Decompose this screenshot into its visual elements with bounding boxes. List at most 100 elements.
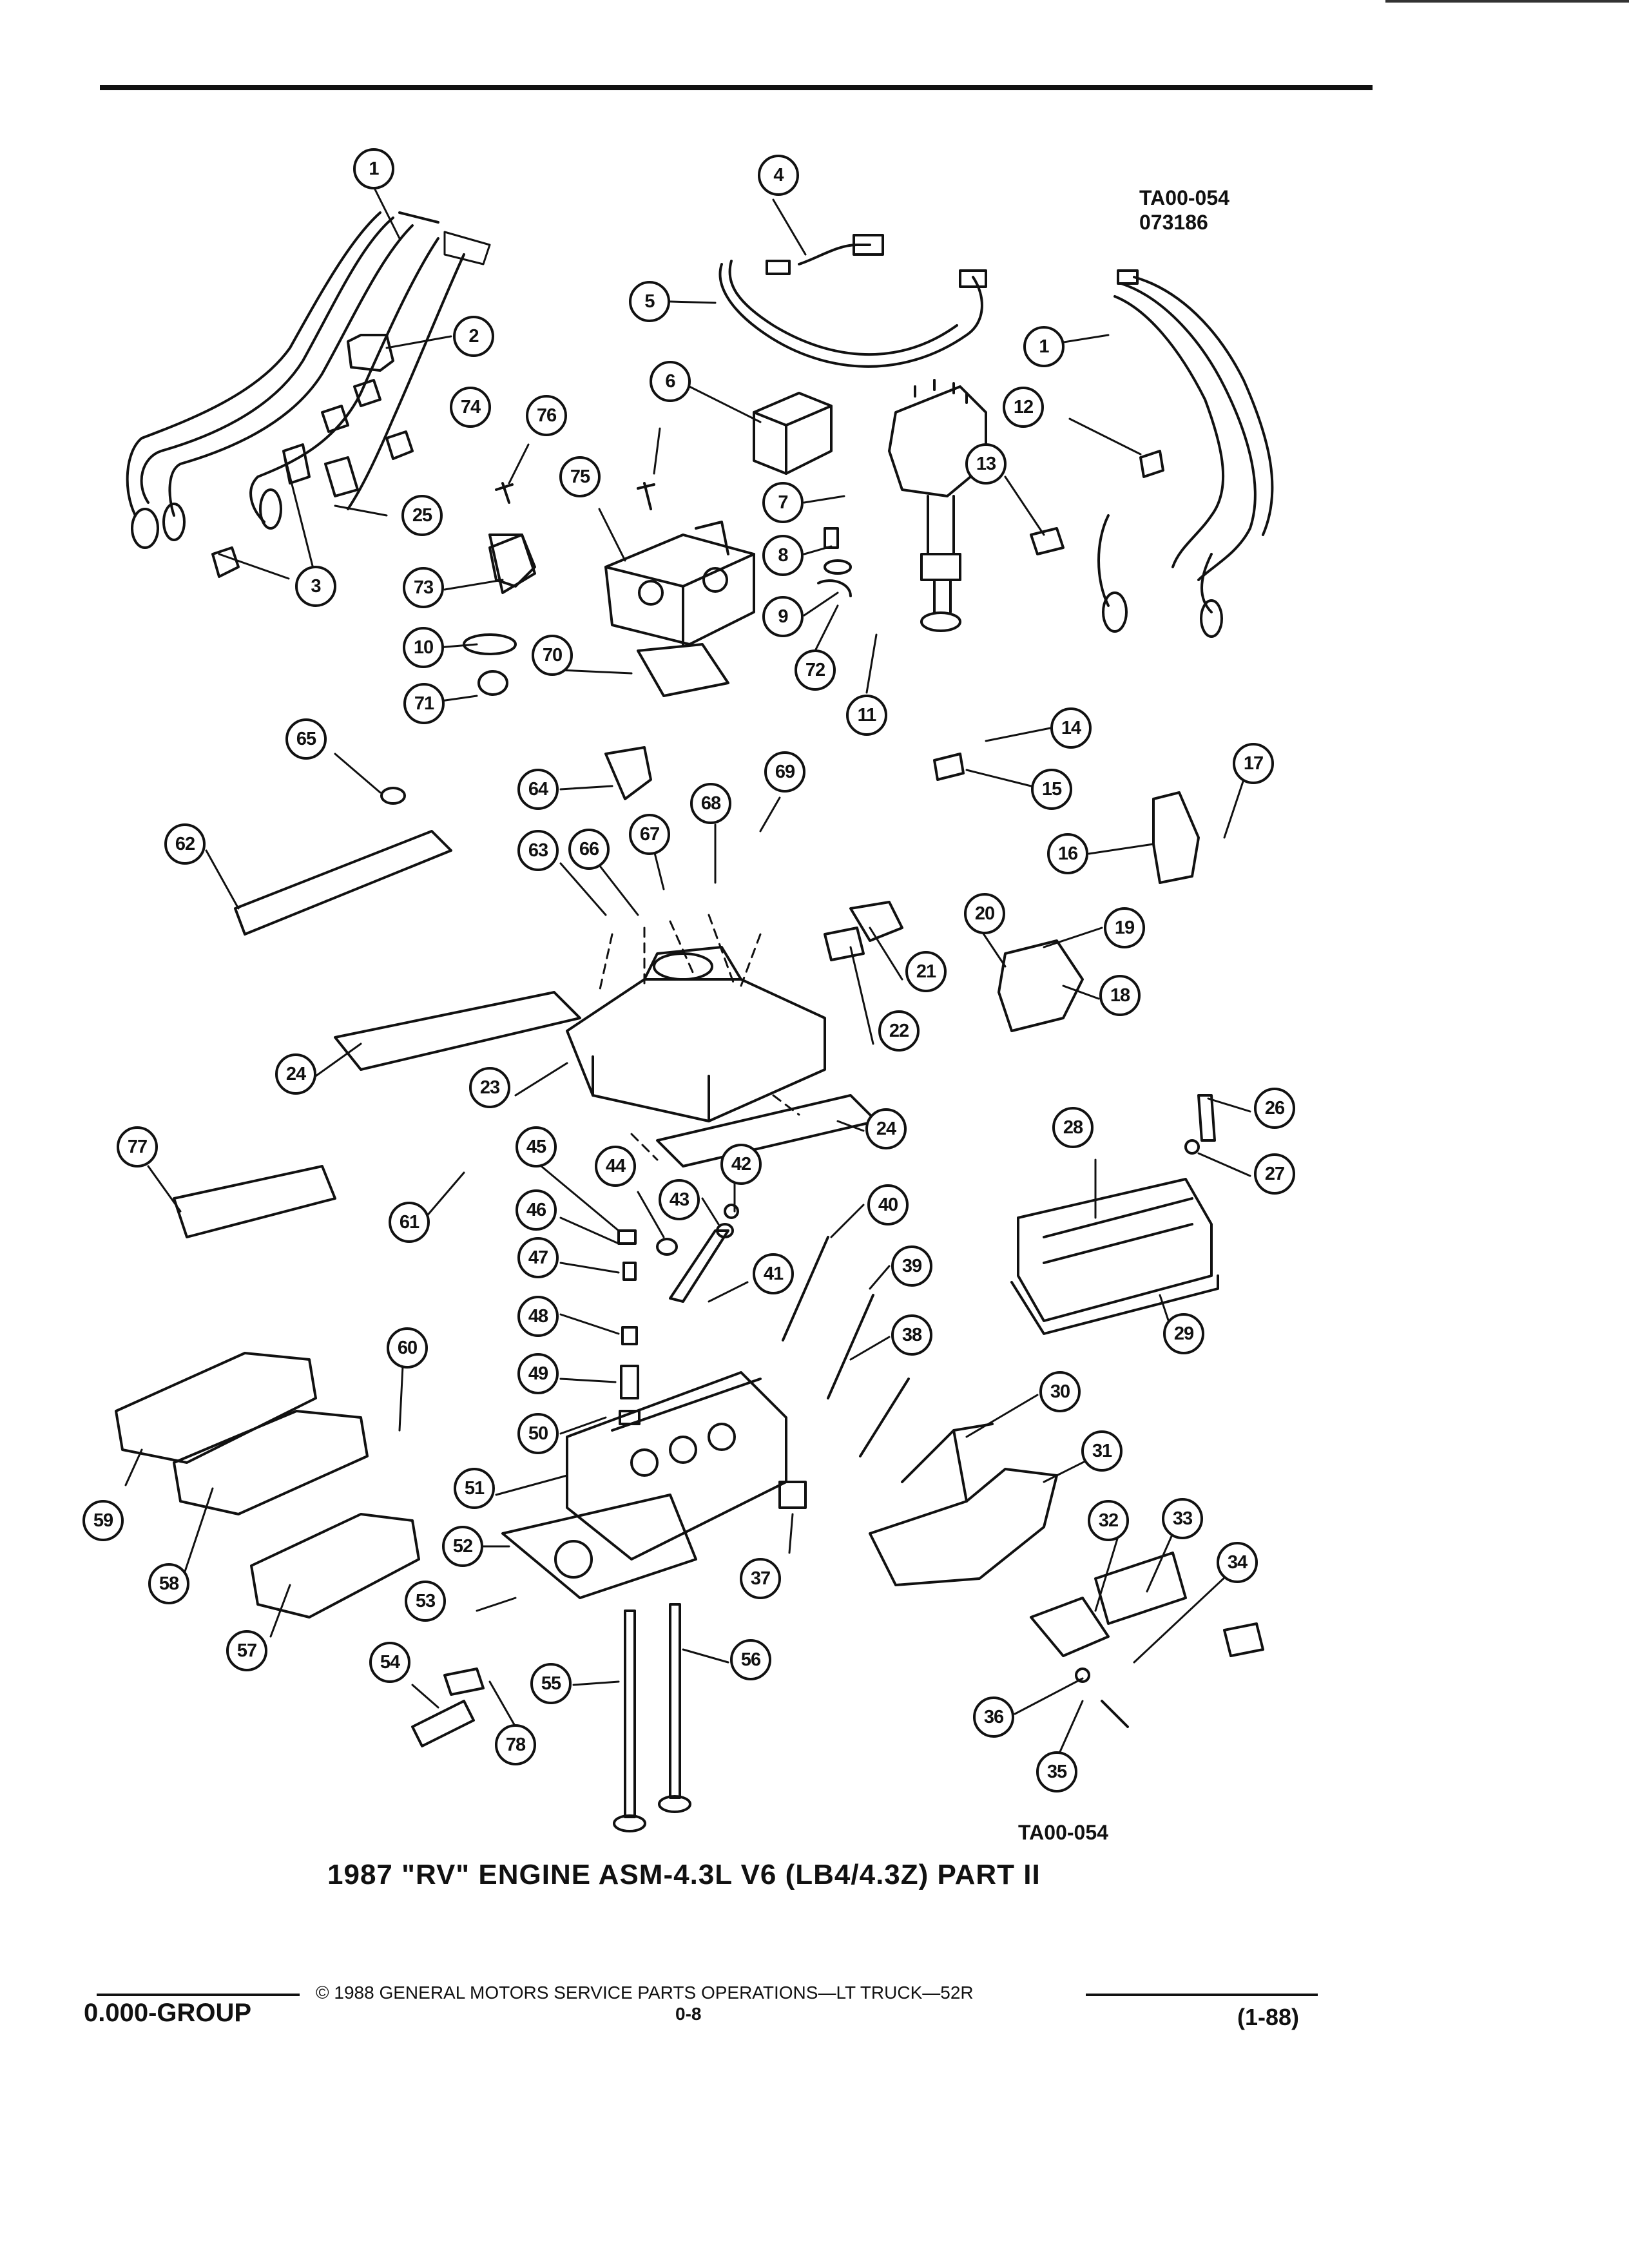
tbi-gasket — [637, 643, 729, 697]
cylinder-head — [566, 1371, 787, 1561]
callout-73: 73 — [403, 567, 444, 608]
coolant-sensor-37 — [778, 1481, 807, 1509]
callout-9: 9 — [762, 596, 804, 637]
callout-21: 21 — [905, 951, 947, 992]
callout-47: 47 — [517, 1237, 559, 1278]
callout-7: 7 — [762, 482, 804, 523]
egr-gasket — [824, 927, 865, 961]
callout-29: 29 — [1163, 1313, 1204, 1354]
bracket-64 — [604, 746, 652, 800]
alignment-lines — [598, 914, 800, 1161]
callout-66: 66 — [568, 829, 610, 870]
exhaust-manifold-right — [869, 1468, 1058, 1586]
callout-64: 64 — [517, 769, 559, 810]
callout-52: 52 — [442, 1526, 483, 1567]
callout-67: 67 — [629, 814, 670, 855]
diagram-title: 1987 "RV" ENGINE ASM-4.3L V6 (LB4/4.3Z) … — [327, 1859, 1041, 1890]
callout-46: 46 — [516, 1189, 557, 1231]
callout-31: 31 — [1081, 1430, 1123, 1472]
callout-27: 27 — [1254, 1153, 1295, 1195]
callout-24: 24 — [275, 1053, 316, 1095]
callout-68: 68 — [690, 783, 731, 824]
callout-75: 75 — [559, 456, 601, 497]
callout-26: 26 — [1254, 1088, 1295, 1129]
callout-44: 44 — [595, 1146, 636, 1187]
callout-38: 38 — [891, 1314, 932, 1356]
top-rule — [100, 85, 1373, 90]
callout-40: 40 — [867, 1184, 909, 1225]
callout-33: 33 — [1162, 1498, 1203, 1539]
callout-4: 4 — [758, 155, 799, 196]
callout-30: 30 — [1039, 1371, 1081, 1412]
spark-plug-boot — [443, 1667, 485, 1696]
callout-13: 13 — [965, 443, 1007, 485]
page-number: 0-8 — [675, 2004, 702, 2024]
egr-valve — [849, 901, 903, 942]
callout-48: 48 — [517, 1296, 559, 1337]
fasteners — [463, 482, 852, 696]
callout-25: 25 — [401, 495, 443, 536]
callout-56: 56 — [730, 1639, 771, 1680]
footer-rule-right — [1086, 1994, 1318, 1996]
callout-1: 1 — [353, 148, 394, 189]
coil-wire — [718, 234, 987, 368]
callout-18: 18 — [1099, 975, 1141, 1016]
bracket-32 — [1030, 1597, 1110, 1657]
callout-36: 36 — [973, 1696, 1014, 1738]
callout-8: 8 — [762, 535, 804, 576]
spark-plug-wire-set-left — [126, 211, 491, 578]
intake-manifold — [566, 946, 826, 1122]
callout-65: 65 — [285, 718, 327, 760]
callout-53: 53 — [405, 1581, 446, 1622]
nut-27 — [1184, 1139, 1200, 1155]
ignition-coil — [753, 392, 833, 475]
stud-35 — [1101, 1700, 1129, 1728]
water-outlet — [488, 533, 536, 594]
callout-20: 20 — [964, 893, 1005, 934]
callout-17: 17 — [1233, 743, 1274, 784]
callout-11: 11 — [846, 695, 887, 736]
rocker-cover — [1010, 1178, 1219, 1335]
wire-clips — [282, 334, 414, 497]
clip-15 — [933, 753, 965, 781]
callout-3: 3 — [295, 566, 336, 607]
callout-19: 19 — [1104, 907, 1145, 948]
drawing-code: 073186 — [1139, 211, 1208, 234]
callout-2: 2 — [453, 316, 494, 357]
callout-59: 59 — [82, 1500, 124, 1541]
heat-stove-pipe — [901, 1423, 994, 1503]
head-gasket — [501, 1494, 697, 1599]
callout-76: 76 — [526, 395, 567, 436]
callout-72: 72 — [795, 649, 836, 691]
exhaust-manifold-left — [115, 1352, 420, 1619]
footer-rule-left — [97, 1994, 300, 1996]
callout-5: 5 — [629, 281, 670, 322]
callout-42: 42 — [720, 1144, 762, 1185]
callout-45: 45 — [516, 1126, 557, 1168]
clamp-34 — [1223, 1622, 1264, 1657]
heat-shield — [173, 1165, 336, 1238]
copyright-notice: © 1988 GENERAL MOTORS SERVICE PARTS OPER… — [316, 1983, 974, 2003]
callout-74: 74 — [450, 387, 491, 428]
valve-springs — [617, 1229, 678, 1425]
callout-61: 61 — [389, 1202, 430, 1243]
callout-70: 70 — [532, 635, 573, 676]
sensor-12 — [1139, 450, 1164, 478]
callout-6: 6 — [650, 361, 691, 402]
callout-63: 63 — [517, 830, 559, 871]
callout-60: 60 — [387, 1327, 428, 1369]
spark-plug-wire-set-right — [1097, 269, 1274, 638]
intake-gasket-right — [656, 1094, 878, 1168]
nut-36 — [1075, 1667, 1090, 1683]
callout-69: 69 — [764, 751, 805, 793]
callout-78: 78 — [495, 1724, 536, 1765]
drawing-id: TA00-054 — [1139, 186, 1229, 209]
callout-32: 32 — [1088, 1500, 1129, 1541]
bracket-33 — [1094, 1552, 1187, 1625]
callout-51: 51 — [454, 1468, 495, 1509]
callout-55: 55 — [530, 1663, 572, 1704]
valley-cover — [234, 830, 452, 936]
callout-10: 10 — [403, 627, 444, 668]
